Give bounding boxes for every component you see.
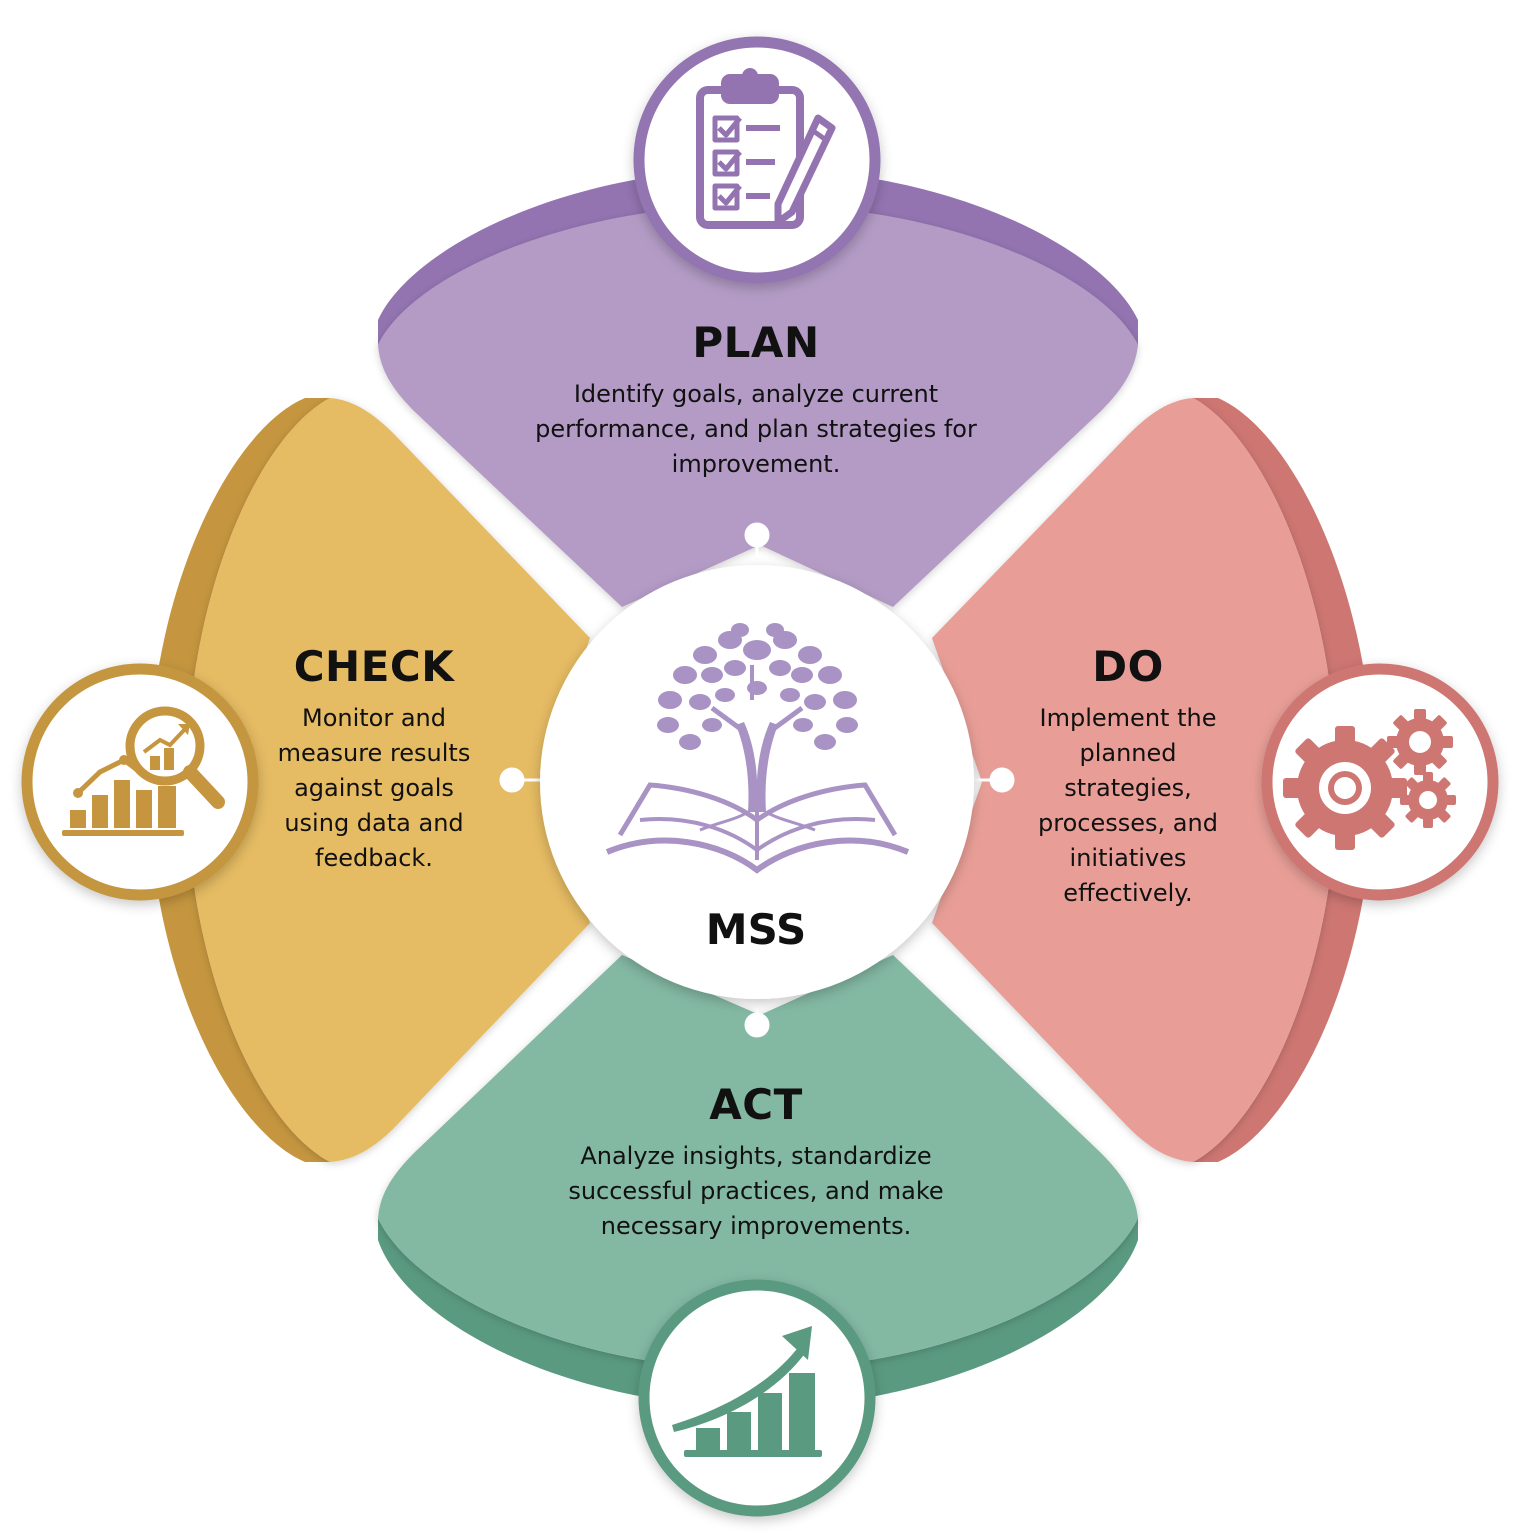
act-title: ACT	[709, 1080, 803, 1129]
plan-title: PLAN	[692, 318, 820, 367]
center-label: MSS	[705, 905, 807, 954]
gears-icon	[1283, 709, 1456, 850]
act-description: Analyze insights, standardize successful…	[568, 1142, 944, 1240]
plan-description: Identify goals, analyze current performa…	[535, 380, 977, 478]
chart-magnifier-icon	[62, 706, 225, 836]
do-icon-badge	[1261, 663, 1499, 901]
connectors	[499, 522, 1015, 1038]
check-description: Monitor and measure results against goal…	[277, 704, 471, 872]
center-circle	[540, 565, 974, 999]
do-title: DO	[1092, 642, 1164, 691]
check-petal	[148, 398, 590, 1162]
act-icon-badge	[638, 1279, 876, 1517]
plan-petal	[378, 168, 1138, 607]
do-petal	[932, 398, 1374, 1162]
do-block: DO Implement the planned strategies, pro…	[1022, 642, 1234, 911]
growth-chart-icon	[672, 1326, 822, 1457]
check-icon-badge	[21, 663, 259, 901]
act-block: ACT Analyze insights, standardize succes…	[476, 1080, 1036, 1244]
clipboard-checklist-icon	[696, 68, 836, 229]
check-block: CHECK Monitor and measure results agains…	[262, 642, 486, 876]
check-title: CHECK	[293, 642, 455, 691]
plan-block: PLAN Identify goals, analyze current per…	[476, 318, 1036, 482]
do-description: Implement the planned strategies, proces…	[1038, 704, 1218, 907]
act-petal	[378, 955, 1138, 1408]
tree-book-icon	[605, 623, 910, 874]
plan-icon-badge	[633, 36, 881, 284]
